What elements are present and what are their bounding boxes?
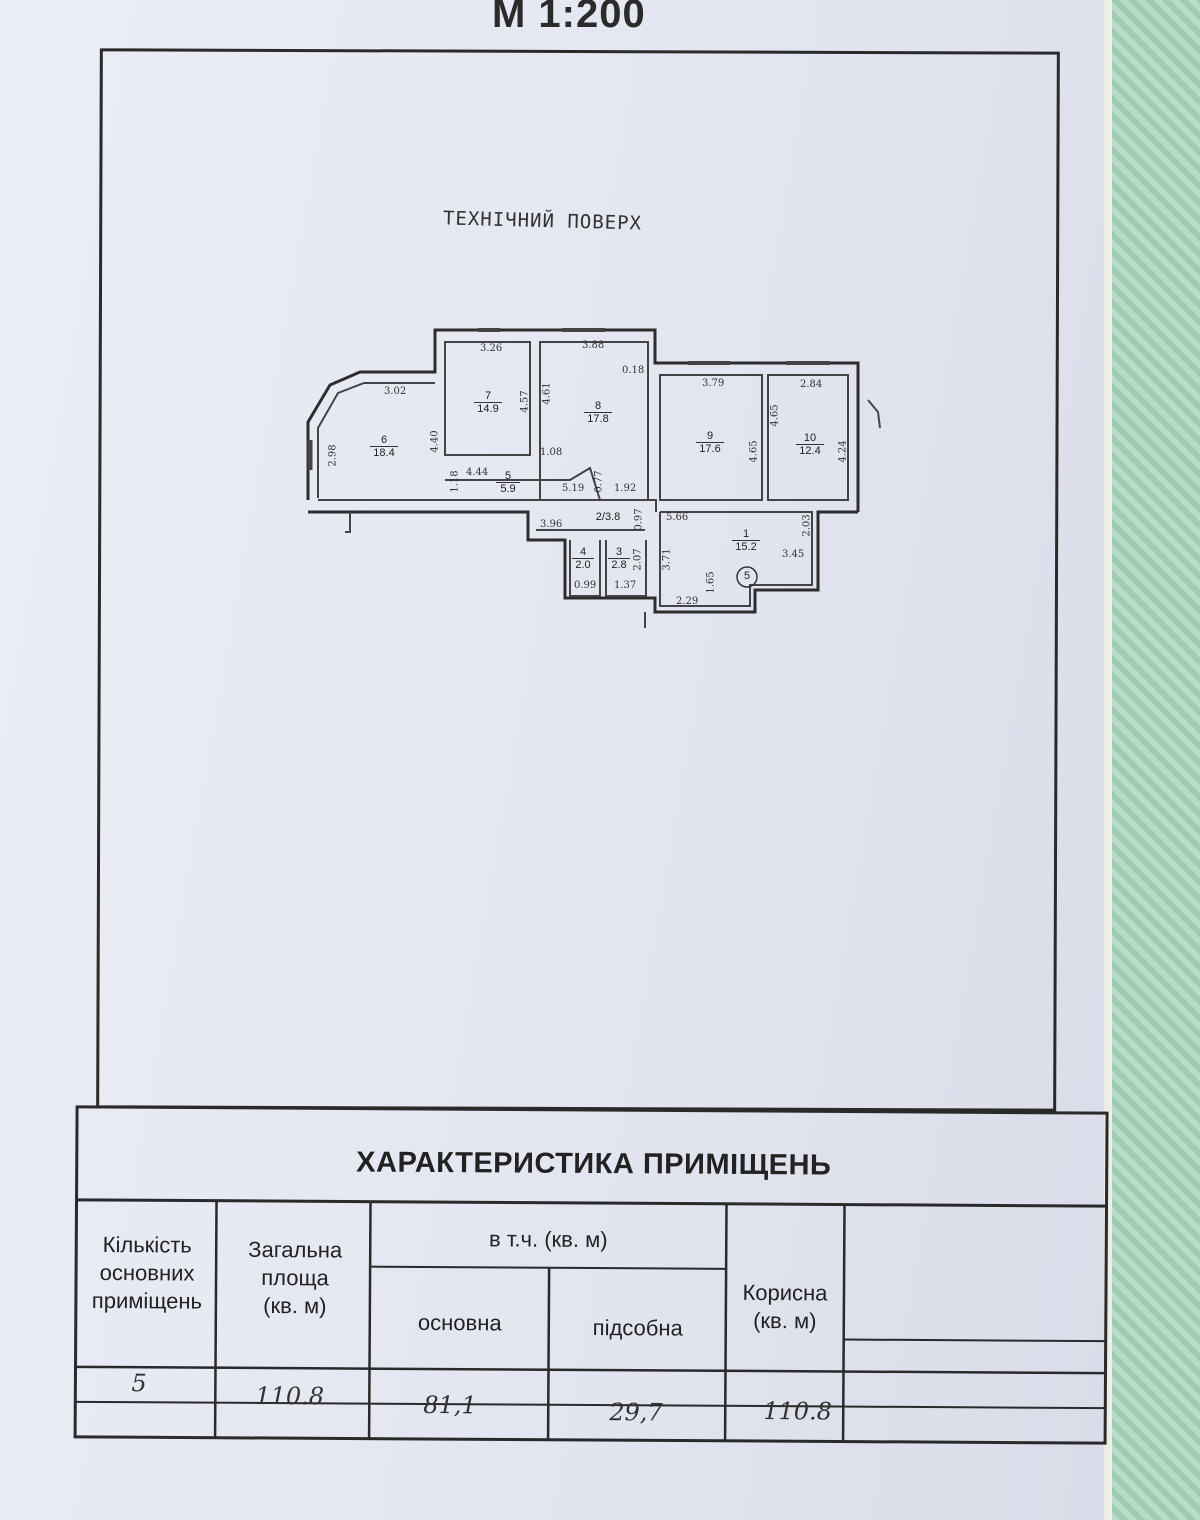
- characteristics-stamp: ХАРАКТЕРИСТИКА ПРИМІЩЕНЬ Кількість основ…: [73, 1105, 1113, 1471]
- room-number: 5: [504, 470, 512, 482]
- security-paper-strip: [1112, 0, 1200, 1520]
- room-number: 9: [706, 430, 714, 442]
- header-line: Загальна: [248, 1236, 343, 1263]
- dimension-label: 3.02: [384, 386, 407, 397]
- header-aux: підсобна: [592, 1314, 683, 1341]
- stamp-grid: [73, 1105, 1109, 1445]
- plan-outer-walls: [306, 328, 860, 614]
- room-number: 4: [579, 546, 587, 558]
- header-line: (кв. м): [753, 1307, 817, 1334]
- value-aux: 29,7: [609, 1398, 663, 1427]
- header-line: Кількість: [102, 1232, 192, 1258]
- header-total: Загальна площа (кв. м): [220, 1236, 371, 1321]
- table-title: ХАРАКТЕРИСТИКА ПРИМІЩЕНЬ: [356, 1146, 832, 1182]
- dimension-label: 4.65: [748, 440, 760, 463]
- dimension-label: 3.79: [702, 378, 725, 389]
- header-useful: Корисна (кв. м): [726, 1279, 844, 1336]
- dimension-label: 1.37: [614, 580, 637, 591]
- value-count: 5: [131, 1369, 147, 1398]
- room-area: 18.4: [370, 446, 398, 459]
- dimension-label: 3.88: [582, 340, 605, 351]
- dimension-label: 0.99: [574, 580, 597, 591]
- plan-inner-walls: [307, 328, 881, 628]
- dimension-label: 4.40: [429, 430, 441, 453]
- room-area: 12.4: [796, 444, 824, 457]
- dimension-label: 1.92: [614, 483, 637, 494]
- dimension-label: 4.61: [541, 382, 553, 405]
- stair-marker-circle: [736, 566, 758, 588]
- dimension-label: 3.96: [540, 519, 563, 530]
- header-line: площа: [261, 1264, 329, 1291]
- room-area: 17.6: [696, 442, 724, 455]
- stair-marker-label: 5: [743, 570, 751, 582]
- dimension-label: 5.66: [666, 512, 689, 523]
- dimension-label: 2.84: [800, 379, 823, 390]
- dimension-label: 2.98: [327, 444, 339, 467]
- dimension-label: 2.07: [632, 548, 644, 571]
- header-line: Корисна: [742, 1279, 828, 1306]
- room-number: 1: [742, 528, 750, 540]
- value-total: 110.8: [255, 1381, 325, 1411]
- dimension-label: 3.71: [661, 548, 673, 571]
- dimension-label: 1.08: [540, 447, 563, 458]
- dimension-label: 3.45: [782, 549, 805, 560]
- room-number: 7: [484, 390, 492, 402]
- dimension-label: 0.77: [593, 470, 605, 493]
- dimension-label: 4.57: [519, 390, 531, 413]
- room-number: 10: [803, 432, 817, 444]
- dimension-label: 0.97: [633, 508, 645, 531]
- dimension-label: 0.18: [622, 365, 645, 376]
- dimension-label: 1.65: [705, 571, 717, 594]
- dimension-label: 4.65: [769, 404, 781, 427]
- header-line: основних: [99, 1259, 195, 1286]
- room-number: 2: [595, 511, 602, 523]
- header-count: Кількість основних приміщень: [78, 1231, 217, 1316]
- room-area: 3.8: [604, 511, 621, 523]
- dimension-label: 2.03: [801, 514, 813, 537]
- room-area: 2.8: [608, 558, 630, 571]
- header-main: основна: [417, 1309, 502, 1336]
- header-line: (кв. м): [263, 1292, 327, 1319]
- dimension-label: 4.44: [466, 467, 489, 478]
- document-page: [0, 0, 1150, 1520]
- dimension-label: 3.26: [480, 343, 503, 354]
- room-area: 17.8: [584, 412, 612, 425]
- header-incl: в т.ч. (кв. м): [488, 1226, 608, 1253]
- room-number: 8: [594, 400, 602, 412]
- dimension-label: 5.19: [562, 483, 585, 494]
- dimension-label: 2.29: [676, 596, 699, 607]
- room-number: 3: [615, 546, 623, 558]
- value-useful: 110.8: [763, 1397, 833, 1426]
- dimension-label: 1.18: [449, 470, 461, 493]
- room-area: 2.0: [572, 558, 594, 571]
- value-main: 81,1: [423, 1390, 477, 1420]
- room-area: 14.9: [474, 402, 502, 415]
- room-area: 5.9: [496, 482, 520, 495]
- room-number: 6: [380, 434, 388, 446]
- header-line: приміщень: [91, 1287, 203, 1314]
- scale-label: М 1:200: [492, 0, 646, 36]
- dimension-label: 4.24: [837, 440, 849, 463]
- room-area: 15.2: [732, 540, 760, 553]
